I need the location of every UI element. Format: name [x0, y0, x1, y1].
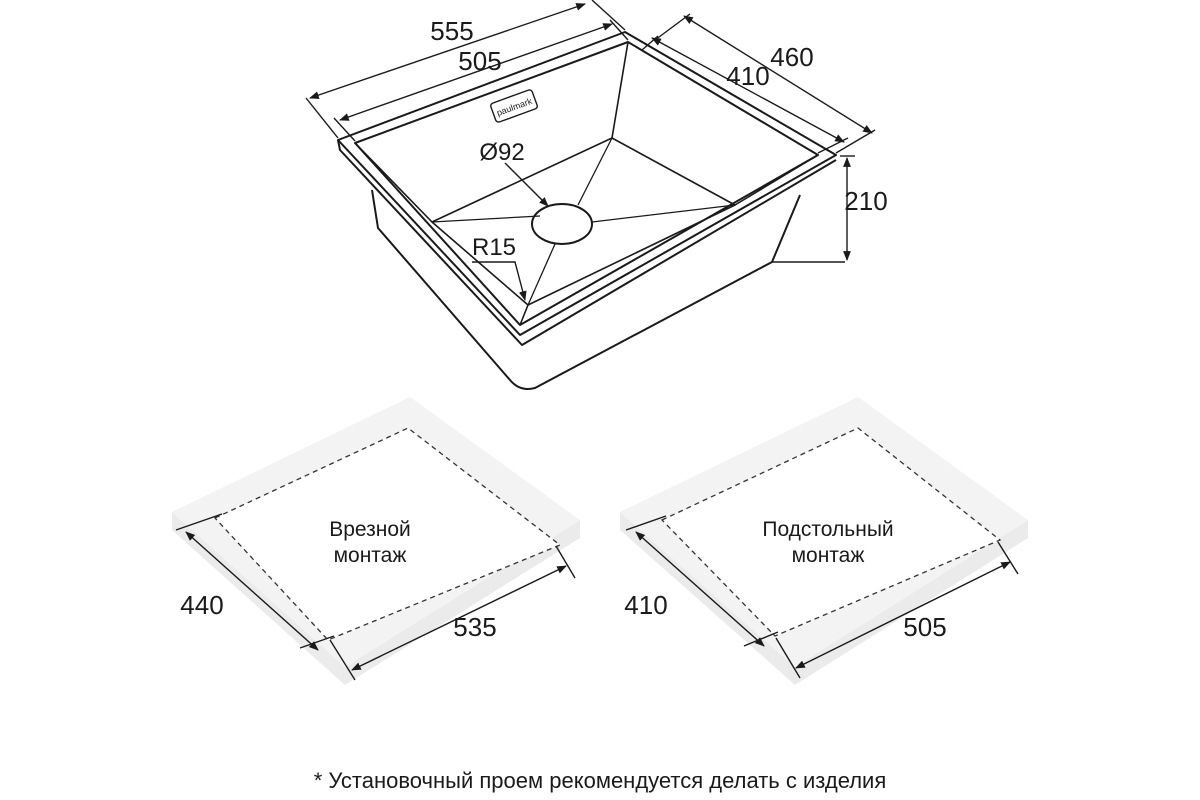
top-mount-label-line1: Врезной [329, 518, 411, 541]
under-mount-countertop [620, 397, 1028, 685]
sink-rim-edge [337, 139, 837, 346]
top-mount-countertop [172, 397, 580, 685]
top-mount-dimensions [175, 513, 576, 681]
sink-dimensions [305, 0, 876, 301]
footnote: * Установочный проем рекомендуется делат… [313, 768, 887, 793]
dim-drain: Ø92 [479, 139, 524, 166]
under-mount-label-line2: монтаж [792, 544, 865, 567]
sink-drain [531, 203, 593, 245]
dim-height: 210 [844, 186, 887, 216]
top-mount-label-line2: монтаж [334, 544, 407, 567]
under-mount-label-line1: Подстольный [762, 518, 893, 541]
top-mount-dim-depth: 440 [180, 590, 223, 620]
dim-inner-depth: 410 [726, 61, 769, 91]
under-mount-dim-width: 505 [903, 612, 946, 642]
brand-logo: paulmark [495, 96, 534, 118]
sink-body [371, 189, 801, 390]
dim-outer-width: 555 [430, 16, 473, 46]
sink-bowl-floor [431, 137, 736, 306]
dim-outer-depth: 460 [770, 42, 813, 72]
dim-inner-width: 505 [458, 46, 501, 76]
top-mount-dim-width: 535 [453, 612, 496, 642]
dim-radius: R15 [472, 234, 516, 261]
under-mount-dimensions [625, 515, 1019, 679]
under-mount-dim-depth: 410 [624, 590, 667, 620]
